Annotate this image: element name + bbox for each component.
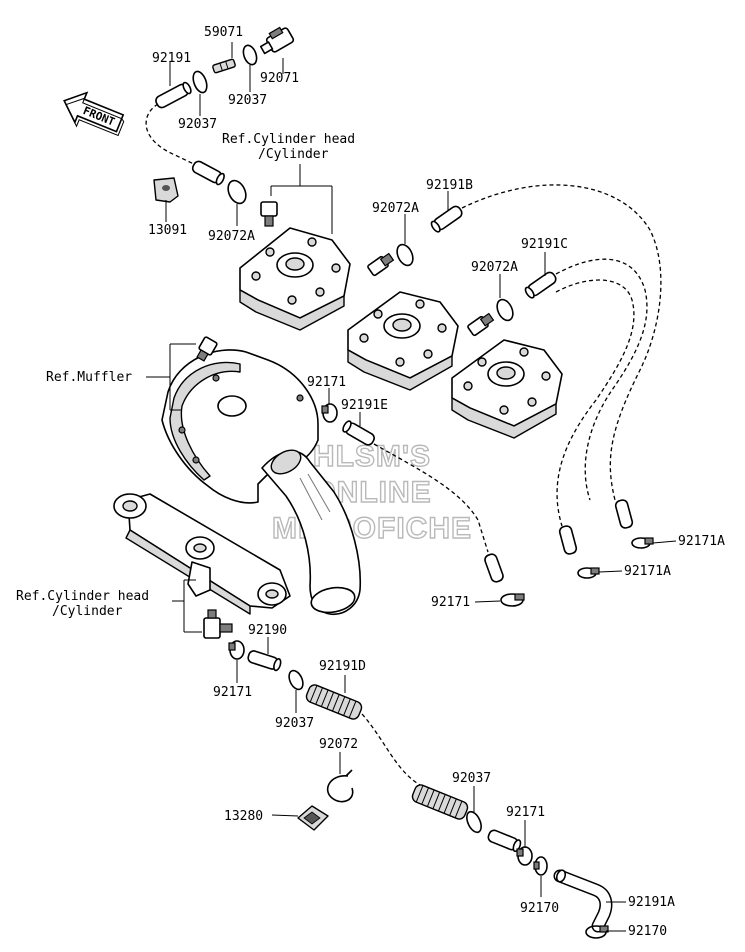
clamp-92171-b-icon: [500, 593, 525, 607]
label-92071: 92071: [260, 71, 299, 86]
hose-path-92191C: [555, 279, 635, 527]
label-92191C: 92191C: [521, 237, 568, 252]
label-92171-b: 92171: [431, 595, 470, 610]
label-ref-cyl-head-left-2: /Cylinder: [52, 604, 123, 619]
watermark-line-1: HLSM'S: [313, 440, 431, 473]
label-ref-muffler: Ref.Muffler: [46, 370, 132, 385]
label-92171-c: 92171: [213, 685, 252, 700]
label-92072: 92072: [319, 737, 358, 752]
clip-92072A-2-icon: [396, 243, 414, 267]
label-ref-cyl-head-top-1: Ref.Cylinder head: [222, 132, 355, 147]
fitting-92071-icon: [259, 26, 295, 55]
label-92171-d: 92171: [506, 805, 545, 820]
ring-92037-b-icon: [242, 44, 258, 66]
clamp-92171-a-icon: [321, 403, 338, 423]
hose-piece-upper: [191, 160, 225, 186]
clip-92072A-3-icon: [496, 298, 514, 322]
hose-end-92171-b: [484, 553, 504, 583]
hose-path-92191B-inner: [555, 258, 648, 501]
exhaust-pipe: [261, 449, 362, 615]
label-59071: 59071: [204, 25, 243, 40]
label-92171-a: 92171: [307, 375, 346, 390]
ring-92037-c-icon: [288, 669, 304, 691]
label-92171A-1: 92171A: [678, 534, 725, 549]
fitting-left-icon: [203, 609, 233, 639]
label-92191E: 92191E: [341, 398, 388, 413]
label-92191A: 92191A: [628, 895, 675, 910]
hose-92190: [247, 650, 282, 672]
cylinder-head-2: [347, 291, 459, 391]
label-13280: 13280: [224, 809, 263, 824]
fitting-head-2-icon: [367, 252, 395, 277]
cylinder-head-1: [239, 227, 351, 331]
clamp-92171-d-icon: [516, 846, 533, 866]
label-92191-top: 92191: [152, 51, 191, 66]
hose-corrugated-lower: [411, 784, 469, 820]
ring-92037-a-icon: [192, 70, 208, 94]
label-92191D: 92191D: [319, 659, 366, 674]
label-92171A-2: 92171A: [624, 564, 671, 579]
label-ref-cyl-head-left-1: Ref.Cylinder head: [16, 589, 149, 604]
clip-13280-icon: [297, 805, 329, 831]
label-92170-a: 92170: [520, 901, 559, 916]
clamp-92171A-2-icon: [577, 567, 600, 579]
cylinder-head-3: [451, 339, 563, 439]
exhaust-manifold: [113, 493, 291, 615]
muffler-fitting-icon: [196, 336, 218, 362]
label-92072A-2: 92072A: [372, 201, 419, 216]
part-labels: 59071 92191 92071 92037 92037 Ref.Cylind…: [16, 25, 725, 939]
label-92037-d: 92037: [452, 771, 491, 786]
front-arrow-icon: FRONT: [63, 91, 125, 137]
clamp-92170-a-icon: [533, 856, 548, 876]
label-92037-a: 92037: [228, 93, 267, 108]
fitting-head-3-icon: [467, 312, 495, 337]
clamp-92171A-1-icon: [631, 537, 654, 549]
hose-path-lower: [361, 713, 421, 786]
clamp-92170-b-icon: [585, 925, 609, 939]
hose-92191A: [553, 869, 613, 933]
clip-92072A-1-icon: [227, 179, 247, 205]
label-92037-c: 92037: [275, 716, 314, 731]
hose-92191D: [305, 684, 363, 720]
label-92190: 92190: [248, 623, 287, 638]
hose-92191B: [430, 205, 463, 233]
mount-13091-icon: [153, 177, 179, 203]
hose-end-right-1: [614, 499, 634, 529]
hose-path-92191E: [373, 443, 489, 553]
label-13091: 13091: [148, 223, 187, 238]
leader-lines: [146, 42, 677, 932]
ring-92037-d-icon: [466, 810, 482, 834]
label-92037-b: 92037: [178, 117, 217, 132]
hose-end-right-2: [558, 525, 578, 555]
fitting-top-icon: [260, 201, 278, 227]
label-ref-cyl-head-top-2: /Cylinder: [258, 147, 329, 162]
label-92191B: 92191B: [426, 178, 473, 193]
hose-92191C: [524, 271, 557, 299]
label-92072A-1: 92072A: [208, 229, 255, 244]
hose-path-top: [145, 103, 201, 168]
hose-92191-top: [155, 81, 192, 109]
clamp-92171-c-icon: [228, 640, 245, 660]
hose-92191E: [342, 420, 375, 446]
hose-path-92191B: [461, 184, 662, 501]
label-92072A-3: 92072A: [471, 260, 518, 275]
clamp-92072-icon: [326, 775, 354, 803]
pin-59071-icon: [212, 58, 236, 74]
label-92170-b: 92170: [628, 924, 667, 939]
